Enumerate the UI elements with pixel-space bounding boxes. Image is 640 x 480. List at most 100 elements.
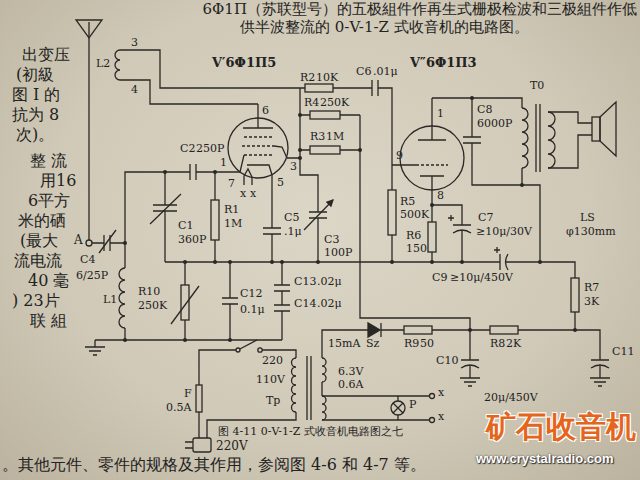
pin-number: x bbox=[438, 411, 444, 424]
transformer-core bbox=[307, 104, 540, 420]
speaker-symbol bbox=[592, 117, 600, 141]
page-text: (初級 bbox=[16, 66, 54, 84]
variable-arrow bbox=[99, 194, 333, 324]
component-label: P bbox=[409, 399, 416, 412]
component-label: C14 bbox=[294, 298, 316, 311]
component-label: .02μ bbox=[317, 298, 342, 311]
pin-number: 6 bbox=[262, 105, 269, 118]
page-text: 流电流 bbox=[14, 252, 62, 270]
resistor-symbol bbox=[211, 200, 219, 240]
component-label: 1M bbox=[224, 218, 242, 231]
junction-dot bbox=[460, 260, 464, 264]
pin-number: 3 bbox=[131, 37, 138, 50]
resistor-symbol bbox=[490, 326, 518, 334]
page-text: 用16 bbox=[40, 172, 76, 190]
junction-dot bbox=[390, 260, 394, 264]
component-label: .02μ bbox=[317, 276, 342, 289]
component-label: 250P bbox=[196, 143, 224, 156]
component-label: C6 bbox=[356, 66, 371, 79]
junction-dot bbox=[298, 148, 302, 152]
junction-dot bbox=[573, 328, 577, 332]
watermark: 矿石收音机 bbox=[486, 410, 636, 445]
diode-symbol bbox=[368, 323, 380, 337]
junction-dot bbox=[298, 113, 302, 117]
component-label: C1 bbox=[178, 220, 193, 233]
terminal bbox=[258, 348, 262, 352]
component-label: C9 bbox=[432, 272, 447, 285]
junction-dot bbox=[470, 96, 474, 100]
component-label: L2 bbox=[96, 58, 110, 71]
component-label: R6 bbox=[406, 230, 421, 243]
resistor-symbol bbox=[428, 222, 436, 252]
component-label: 110V bbox=[256, 374, 285, 387]
component-label: 6/25P bbox=[76, 270, 108, 283]
component-label: R8 bbox=[490, 338, 505, 351]
terminal bbox=[86, 240, 92, 246]
resistor-symbol bbox=[310, 146, 340, 154]
component-label: R4 bbox=[304, 97, 319, 110]
resistor-symbol bbox=[404, 326, 432, 334]
figure-caption: 图 4-11 0-V-1-Z 式收音机电路图之七 bbox=[218, 426, 403, 439]
component-label: R7 bbox=[584, 282, 599, 295]
page-text: 出变压 bbox=[22, 46, 70, 64]
pin-number: 9 bbox=[396, 150, 403, 163]
page-text: 供半波整流的 0-V-1-Z 式收音机的电路图。 bbox=[240, 19, 529, 36]
junction-dot bbox=[183, 338, 187, 342]
junction-dot bbox=[270, 260, 274, 264]
component-label: 10K bbox=[316, 72, 338, 85]
pin-number: 5 bbox=[277, 177, 284, 190]
pin-number: 7 bbox=[228, 178, 235, 191]
page-text: 。其他元件、零件的规格及其作用，参阅图 4-6 和 4-7 等。 bbox=[2, 456, 426, 474]
pin-number: 8 bbox=[437, 190, 444, 203]
page-text: 6Φ1П（苏联型号）的五极組件作再生式栅极检波和三极組件作低 bbox=[203, 1, 637, 18]
pin-number: 4 bbox=[131, 84, 138, 97]
tube-envelope bbox=[400, 126, 464, 190]
pin-number: x bbox=[438, 387, 444, 400]
component-label: R5 bbox=[400, 196, 415, 209]
junction-dot bbox=[520, 183, 524, 187]
component-label: 150 bbox=[406, 243, 427, 256]
pin-number: 1 bbox=[220, 157, 227, 170]
component-label: C7 bbox=[478, 212, 493, 225]
resistor-symbol bbox=[388, 190, 396, 235]
page-text: ) 23片 bbox=[12, 292, 60, 310]
antenna-symbol bbox=[76, 20, 102, 38]
component-label: R3 bbox=[310, 131, 325, 144]
junction-dot bbox=[163, 170, 167, 174]
component-label: R9 bbox=[404, 338, 419, 351]
component-label: 500K bbox=[400, 209, 429, 222]
component-label: 15mA bbox=[328, 338, 360, 351]
wire bbox=[89, 22, 600, 438]
plug-symbol bbox=[185, 442, 193, 448]
capacitor-symbol bbox=[104, 80, 609, 368]
component-label: 2K bbox=[506, 338, 521, 351]
resistor-symbol bbox=[181, 285, 189, 320]
tube-envelope bbox=[228, 118, 288, 178]
component-label: 220 bbox=[262, 355, 283, 368]
component-label: φ130mm bbox=[566, 226, 616, 239]
terminal bbox=[236, 348, 240, 352]
component-label: Tp bbox=[266, 395, 280, 408]
component-label: T0 bbox=[530, 80, 544, 93]
coil-symbol bbox=[115, 50, 555, 420]
component-label: ≥10μ/450V bbox=[450, 272, 513, 285]
junction-dot bbox=[228, 338, 232, 342]
resistor-symbol bbox=[310, 111, 340, 119]
page-text: 6平方 bbox=[28, 192, 70, 210]
junction-dot bbox=[183, 260, 187, 264]
component-label: 0.6A bbox=[338, 379, 363, 392]
component-label: 6000P bbox=[477, 118, 512, 131]
junction-dot bbox=[316, 260, 320, 264]
component-label: A bbox=[74, 234, 83, 248]
junction-dot bbox=[538, 260, 542, 264]
terminal bbox=[430, 418, 435, 423]
junction-dot bbox=[213, 260, 217, 264]
component-label: Sz bbox=[366, 338, 379, 351]
page-text: 联 組 bbox=[30, 312, 67, 330]
pin-number: x bbox=[250, 188, 256, 201]
junction-dot bbox=[468, 328, 472, 332]
page-text: 40 毫 bbox=[28, 272, 69, 290]
component-label: 360P bbox=[178, 234, 206, 247]
component-label: 6.3V bbox=[338, 366, 363, 379]
